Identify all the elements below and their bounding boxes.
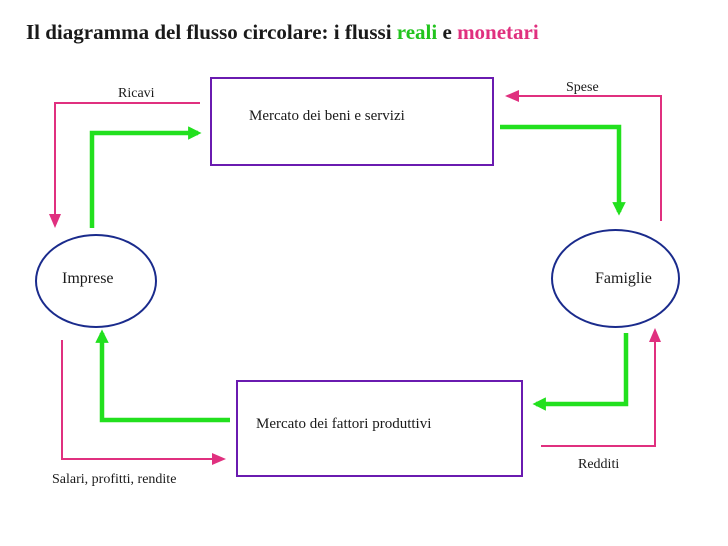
title-real-word: reali	[396, 20, 438, 44]
real-flow-households-to-factors	[532, 333, 629, 411]
money-flow-spending	[505, 90, 662, 221]
real-flow-goods-to-households	[500, 124, 626, 216]
goods-market-box	[210, 77, 494, 166]
diagram-title: Il diagramma del flusso circolare: i flu…	[26, 20, 539, 45]
title-money-word: monetari	[457, 20, 539, 44]
real-flow-firms-to-goods	[89, 126, 202, 228]
money-flow-income	[541, 328, 661, 447]
title-connector: e	[437, 20, 458, 44]
factor-market-label: Mercato dei fattori produttivi	[256, 416, 432, 432]
goods-market-label: Mercato dei beni e servizi	[249, 108, 405, 124]
firms-node	[35, 234, 157, 328]
money-flow-wages	[61, 340, 226, 465]
money-flow-revenues	[49, 102, 200, 228]
revenues-label: Ricavi	[118, 86, 155, 101]
income-label: Redditi	[578, 457, 620, 472]
real-flow-factors-to-firms	[95, 329, 230, 423]
firms-label: Imprese	[62, 270, 114, 287]
spending-label: Spese	[566, 80, 599, 95]
factor-market-box	[236, 380, 523, 477]
households-node	[551, 229, 680, 328]
households-label: Famiglie	[595, 270, 652, 287]
title-prefix: Il diagramma del flusso circolare: i flu…	[26, 20, 397, 44]
wages-label: Salari, profitti, rendite	[52, 472, 177, 487]
